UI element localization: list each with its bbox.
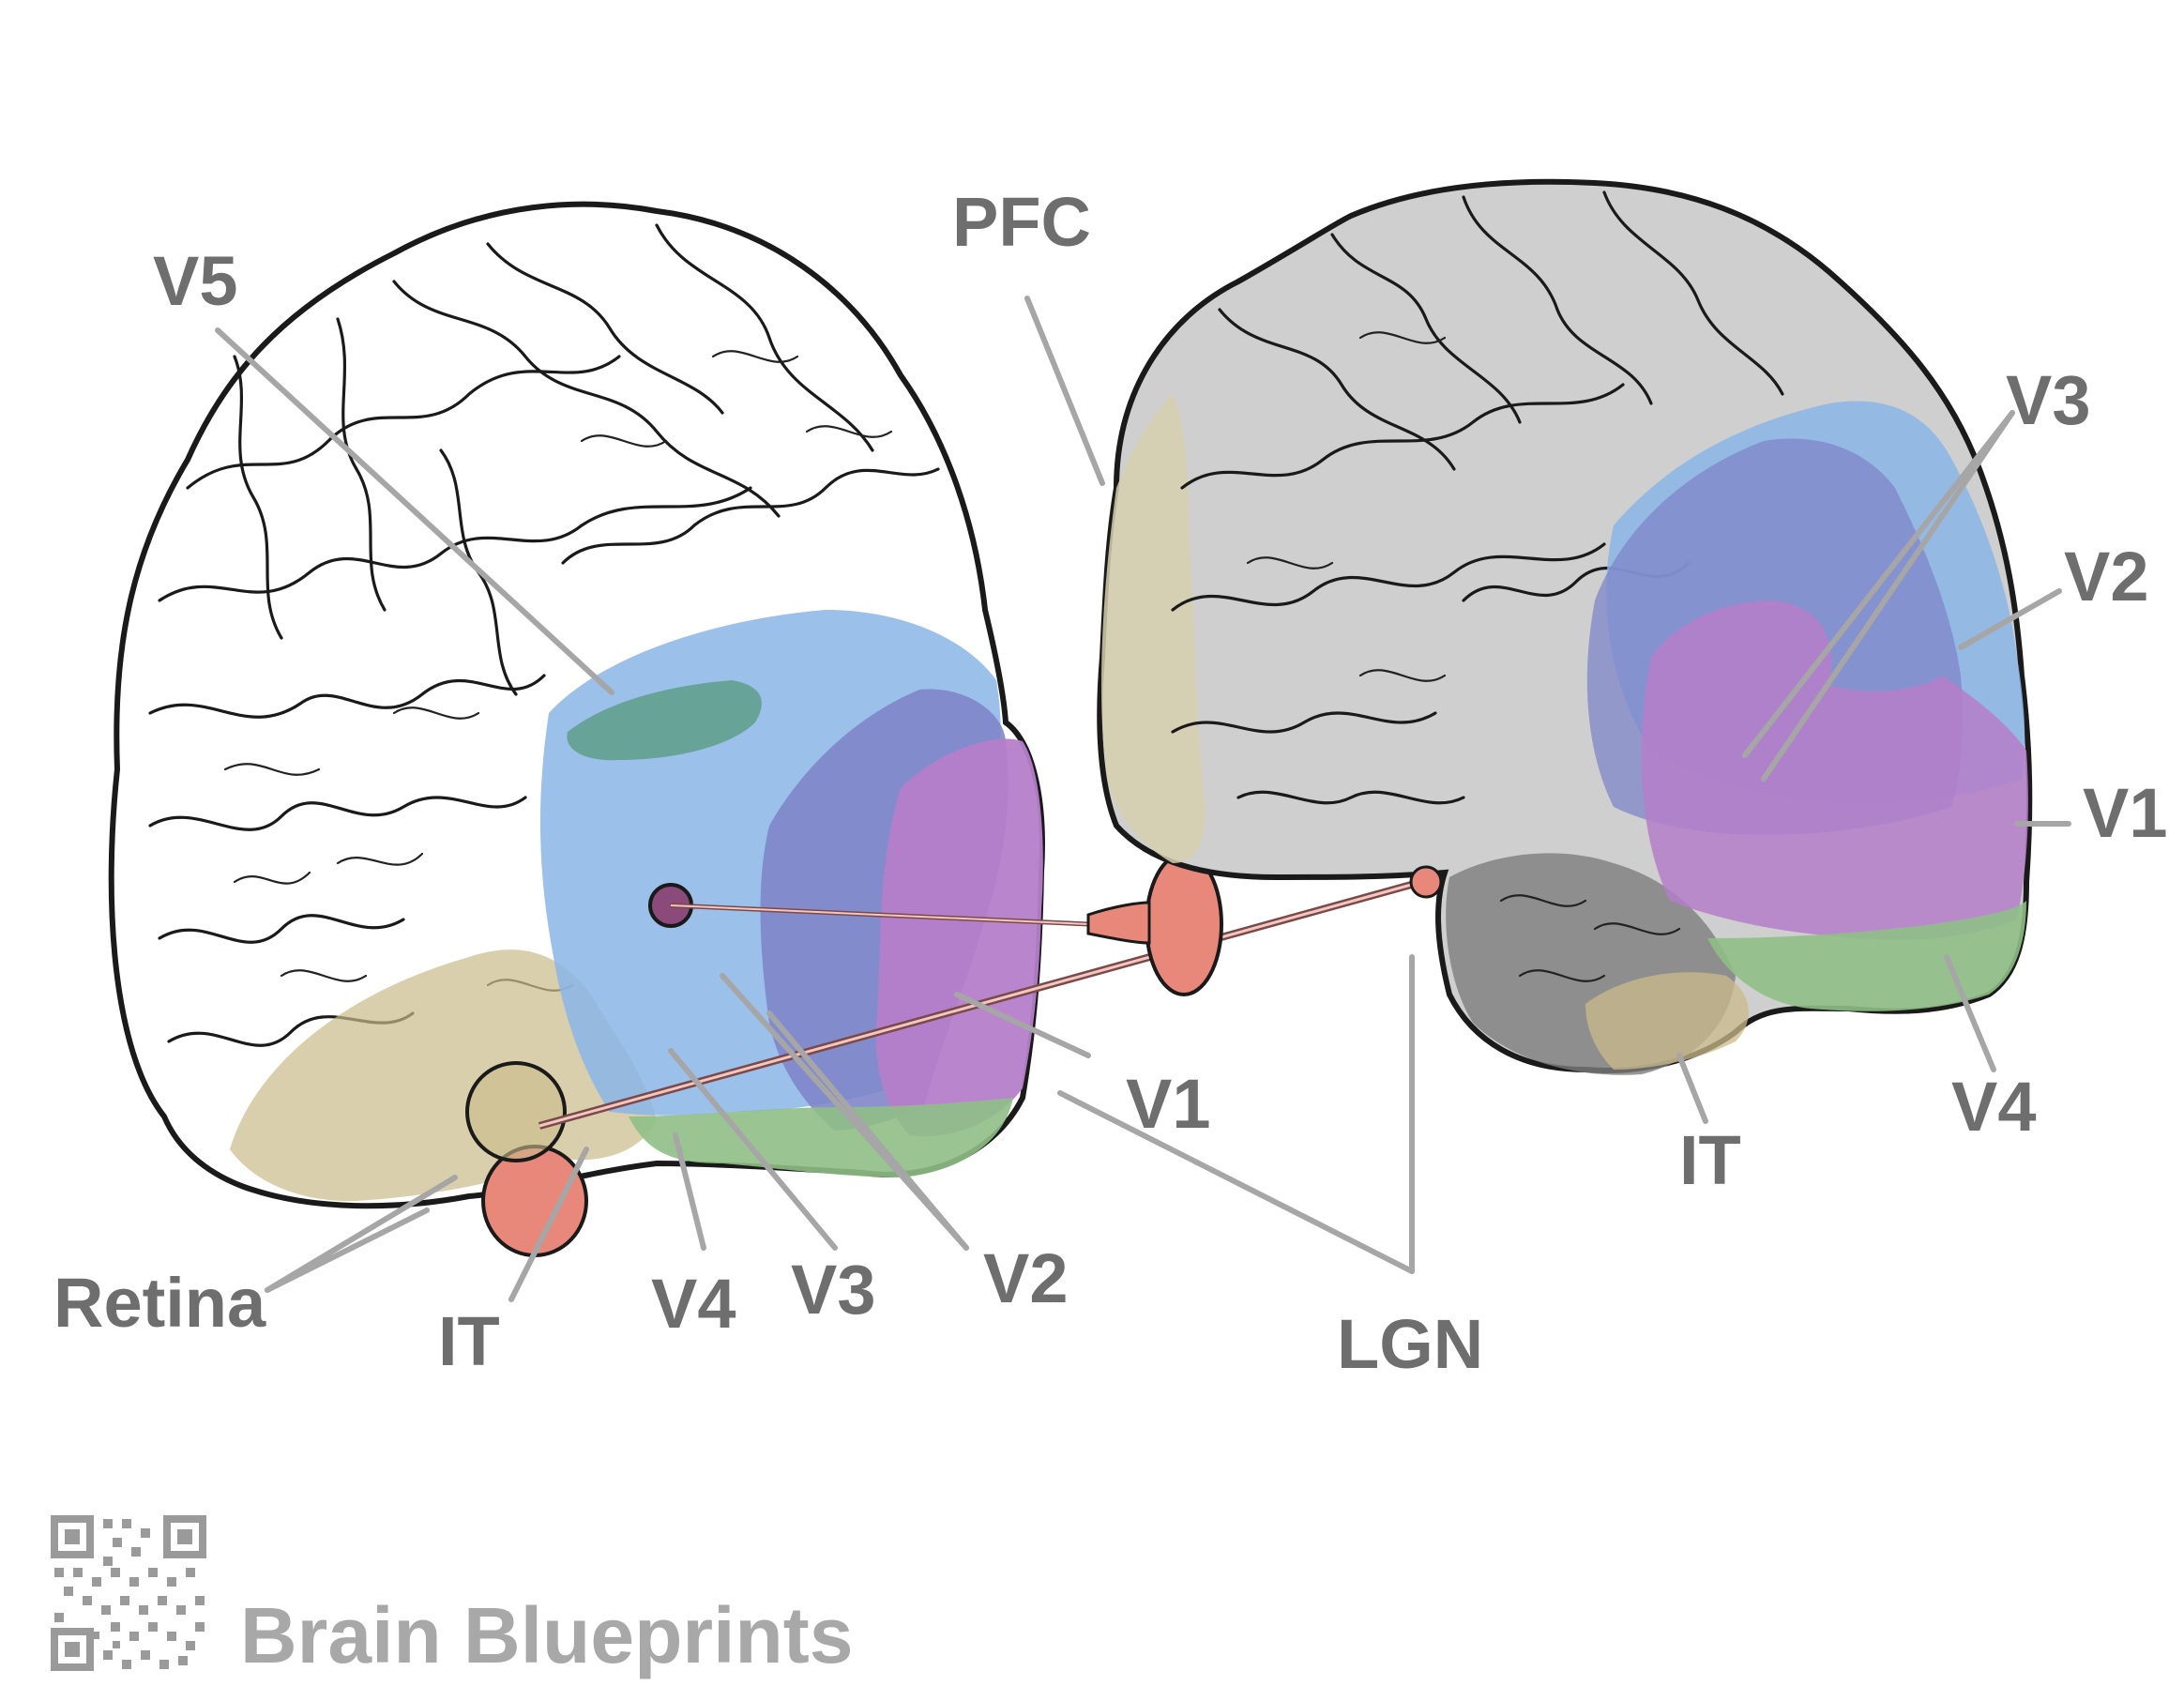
left-retina-eye: [481, 1145, 588, 1257]
label-left-v1: V1: [1126, 1065, 1211, 1143]
label-left-it: IT: [438, 1302, 500, 1380]
right-it-region: [1585, 972, 1749, 1070]
label-left-v3: V3: [791, 1251, 876, 1329]
left-retina-ring: [465, 1061, 567, 1162]
brand-name: Brain Blueprints: [240, 1591, 853, 1679]
label-right-v4: V4: [1951, 1068, 2037, 1146]
right-pfc-region: [1101, 394, 1206, 863]
qr-code-icon: [51, 1515, 206, 1671]
label-left-v5: V5: [153, 242, 238, 320]
label-right-v2: V2: [2064, 538, 2149, 615]
label-left-v2: V2: [983, 1239, 1069, 1317]
branding: Brain Blueprints: [51, 1515, 853, 1679]
label-right-v3: V3: [2006, 361, 2091, 439]
right-brain-gyri: [1171, 190, 1784, 982]
right-v1-region: [1641, 600, 2028, 940]
right-lgn-dot: [1409, 865, 1443, 899]
left-v5-region: [567, 680, 762, 761]
left-v1-region: [875, 738, 1043, 1136]
left-brain-gyri: [148, 223, 940, 1047]
label-right-v1: V1: [2083, 774, 2168, 852]
labels: V5 PFC V3 V2 V1 V1 V4 IT V2 V3 V4 IT Ret…: [53, 183, 2168, 1383]
label-retina: Retina: [53, 1264, 266, 1342]
label-pfc: PFC: [952, 183, 1091, 261]
label-lgn: LGN: [1337, 1305, 1483, 1383]
leader-lines: [215, 296, 2071, 1302]
left-lgn-disc: [1145, 852, 1223, 996]
right-v4-region: [1707, 901, 2026, 1011]
right-brain: [1097, 178, 2033, 1075]
left-brain: [108, 201, 1423, 1257]
label-left-v4: V4: [651, 1265, 736, 1343]
label-right-it: IT: [1679, 1121, 1741, 1199]
